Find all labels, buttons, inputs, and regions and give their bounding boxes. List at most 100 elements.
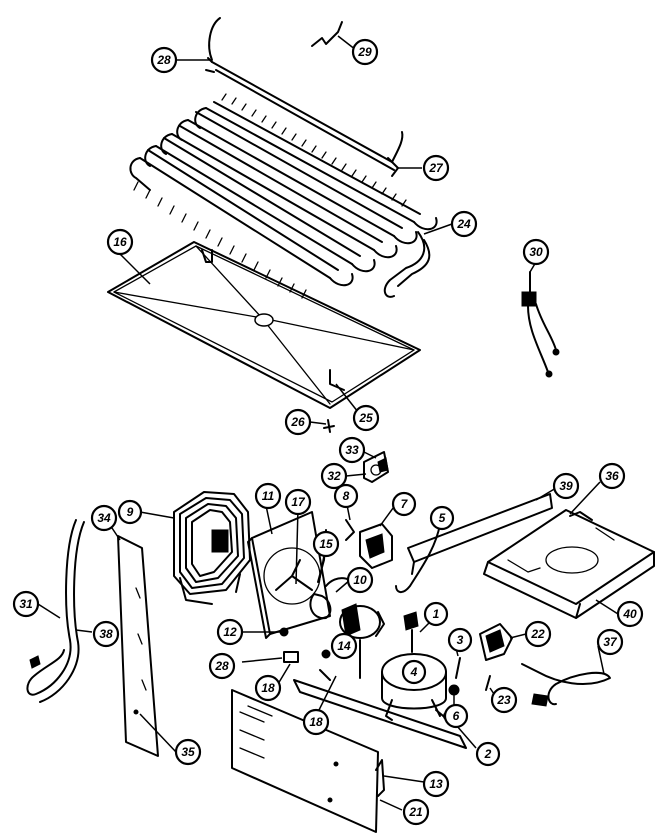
callout-21: 21 xyxy=(402,798,430,826)
svg-text:30: 30 xyxy=(529,245,543,259)
svg-text:35: 35 xyxy=(181,745,195,759)
svg-text:2: 2 xyxy=(484,747,492,761)
bolt xyxy=(455,657,461,679)
drain-tube xyxy=(26,519,85,703)
svg-text:23: 23 xyxy=(496,693,511,707)
svg-text:29: 29 xyxy=(357,45,372,59)
evaporator-coil xyxy=(129,93,438,299)
callout-8: 8 xyxy=(333,483,359,509)
callout-10: 10 xyxy=(346,566,374,594)
callout-11: 11 xyxy=(254,482,282,510)
svg-text:11: 11 xyxy=(262,489,275,503)
wire-connector xyxy=(485,675,491,691)
callout-5: 5 xyxy=(429,505,455,531)
condenser-coil xyxy=(173,491,251,605)
base-rail xyxy=(407,493,553,575)
callout-18-bottom: 18 xyxy=(302,708,330,736)
svg-text:6: 6 xyxy=(453,709,460,723)
svg-text:5: 5 xyxy=(439,511,446,525)
svg-text:10: 10 xyxy=(353,573,367,587)
callout-40: 40 xyxy=(616,600,644,628)
grommet xyxy=(448,684,460,696)
callout-38: 38 xyxy=(92,620,120,648)
callout-34: 34 xyxy=(90,504,118,532)
svg-text:38: 38 xyxy=(99,627,113,641)
back-panel xyxy=(231,689,385,833)
svg-text:1: 1 xyxy=(433,607,440,621)
callout-28-lower: 28 xyxy=(208,652,236,680)
fan-shroud xyxy=(247,511,331,639)
callout-39: 39 xyxy=(552,472,580,500)
screw xyxy=(323,419,335,433)
capacitor-clip xyxy=(283,651,299,663)
callout-13: 13 xyxy=(422,770,450,798)
callout-29: 29 xyxy=(351,38,379,66)
start-relay xyxy=(479,623,513,661)
compressor-base xyxy=(483,509,655,619)
svg-text:37: 37 xyxy=(603,635,618,649)
fan-nut xyxy=(321,649,331,659)
callout-1: 1 xyxy=(423,601,449,627)
callout-30: 30 xyxy=(522,238,550,266)
svg-text:28: 28 xyxy=(156,53,171,67)
callout-37: 37 xyxy=(596,628,624,656)
svg-text:40: 40 xyxy=(622,607,637,621)
svg-text:17: 17 xyxy=(291,495,306,509)
svg-text:33: 33 xyxy=(345,443,359,457)
svg-text:21: 21 xyxy=(408,805,423,819)
callout-36: 36 xyxy=(598,462,626,490)
callout-31: 31 xyxy=(12,590,40,618)
callout-26: 26 xyxy=(284,408,312,436)
svg-text:25: 25 xyxy=(358,411,373,425)
callout-25: 25 xyxy=(352,404,380,432)
tubing xyxy=(395,523,441,593)
callout-24: 24 xyxy=(450,210,478,238)
svg-text:3: 3 xyxy=(457,633,464,647)
callout-32: 32 xyxy=(320,462,348,490)
svg-text:22: 22 xyxy=(530,627,545,641)
callout-28: 28 xyxy=(150,46,178,74)
svg-text:15: 15 xyxy=(319,537,333,551)
relay-bracket xyxy=(363,451,389,483)
callout-23: 23 xyxy=(490,686,518,714)
callout-15: 15 xyxy=(312,530,340,558)
callout-18-left: 18 xyxy=(254,674,282,702)
svg-text:24: 24 xyxy=(456,217,471,231)
svg-text:39: 39 xyxy=(559,479,573,493)
callout-9: 9 xyxy=(117,499,143,525)
drain-pan xyxy=(107,241,421,409)
svg-text:18: 18 xyxy=(309,715,323,729)
callout-14: 14 xyxy=(330,632,358,660)
svg-text:26: 26 xyxy=(290,415,305,429)
svg-text:13: 13 xyxy=(429,777,443,791)
svg-text:8: 8 xyxy=(343,489,350,503)
callout-2: 2 xyxy=(475,741,501,767)
callout-7: 7 xyxy=(391,491,417,517)
wire-clip xyxy=(311,21,343,47)
svg-text:28: 28 xyxy=(214,659,229,673)
svg-text:7: 7 xyxy=(401,497,409,511)
power-cord xyxy=(521,663,611,707)
svg-text:31: 31 xyxy=(19,597,33,611)
callout-3: 3 xyxy=(447,627,473,653)
svg-text:34: 34 xyxy=(97,511,111,525)
fan-motor xyxy=(339,603,385,639)
callout-12: 12 xyxy=(216,618,244,646)
callout-35: 35 xyxy=(174,738,202,766)
overload-relay xyxy=(345,519,393,569)
callout-33: 33 xyxy=(338,436,366,464)
svg-text:36: 36 xyxy=(605,469,619,483)
svg-text:27: 27 xyxy=(428,161,444,175)
callout-4: 4 xyxy=(401,659,427,685)
callout-17: 17 xyxy=(284,488,312,516)
callout-22: 22 xyxy=(524,620,552,648)
svg-text:4: 4 xyxy=(410,665,418,679)
defrost-thermostat xyxy=(521,271,560,378)
side-panel xyxy=(117,535,159,757)
callout-6: 6 xyxy=(443,703,469,729)
svg-text:14: 14 xyxy=(337,639,351,653)
callout-27: 27 xyxy=(422,154,450,182)
svg-text:9: 9 xyxy=(127,505,134,519)
svg-text:32: 32 xyxy=(327,469,341,483)
